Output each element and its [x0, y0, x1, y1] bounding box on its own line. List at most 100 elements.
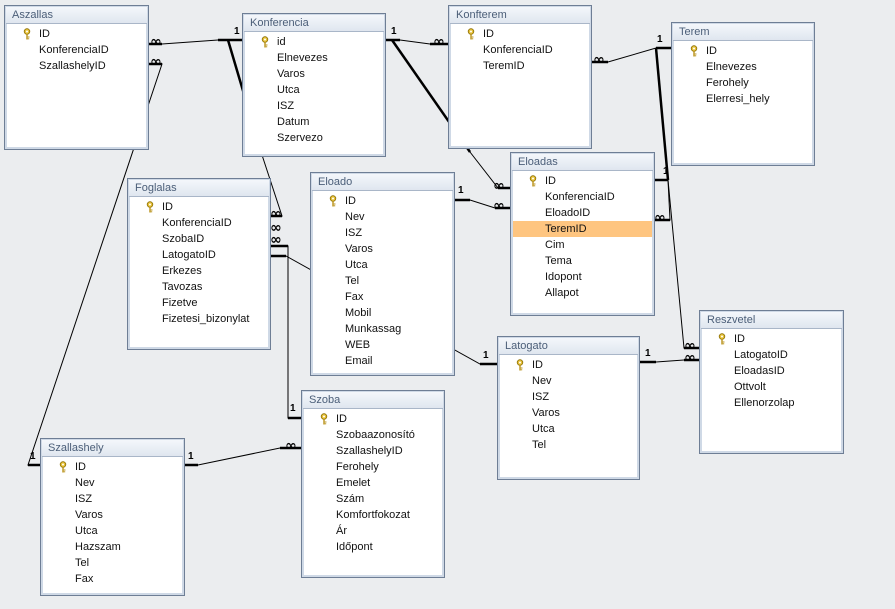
field-allapot[interactable]: Allapot [511, 285, 654, 301]
field-id[interactable]: ID [511, 173, 654, 189]
field-tel[interactable]: Tel [498, 437, 639, 453]
table-title[interactable]: Foglalas [129, 180, 269, 197]
field-id[interactable]: ID [128, 199, 270, 215]
field-nev[interactable]: Nev [311, 209, 454, 225]
field-nev[interactable]: Nev [498, 373, 639, 389]
field-id-pont[interactable]: Időpont [302, 539, 444, 555]
field-utca[interactable]: Utca [498, 421, 639, 437]
field-tel[interactable]: Tel [41, 555, 184, 571]
field-tavozas[interactable]: Tavozas [128, 279, 270, 295]
field-fizetve[interactable]: Fizetve [128, 295, 270, 311]
relationship-eloado-eloadas[interactable] [453, 199, 510, 209]
field-eloadoid[interactable]: EloadoID [511, 205, 654, 221]
field-szervezo[interactable]: Szervezo [243, 130, 385, 146]
relationship-konferencia-konfterem[interactable] [384, 39, 448, 45]
field-konferenciaid[interactable]: KonferenciaID [511, 189, 654, 205]
table-title[interactable]: Eloadas [512, 154, 653, 171]
field-fax[interactable]: Fax [311, 289, 454, 305]
field-id[interactable]: ID [449, 26, 591, 42]
field-konferenciaid[interactable]: KonferenciaID [128, 215, 270, 231]
field-varos[interactable]: Varos [243, 66, 385, 82]
field-latogatoid[interactable]: LatogatoID [700, 347, 843, 363]
table-title[interactable]: Konfterem [450, 7, 590, 24]
table-title[interactable]: Szallashely [42, 440, 183, 457]
field-hazszam[interactable]: Hazszam [41, 539, 184, 555]
field-elnevezes[interactable]: Elnevezes [672, 59, 814, 75]
field-web[interactable]: WEB [311, 337, 454, 353]
field-id[interactable]: ID [41, 459, 184, 475]
table-title[interactable]: Reszvetel [701, 312, 842, 329]
table-title[interactable]: Konferencia [244, 15, 384, 32]
field-fax[interactable]: Fax [41, 571, 184, 587]
field-varos[interactable]: Varos [311, 241, 454, 257]
field-szallashelyid[interactable]: SzallashelyID [302, 443, 444, 459]
field-id[interactable]: id [243, 34, 385, 50]
field-konferenciaid[interactable]: KonferenciaID [5, 42, 148, 58]
table-title[interactable]: Terem [673, 24, 813, 41]
field-cim[interactable]: Cim [511, 237, 654, 253]
field-isz[interactable]: ISZ [311, 225, 454, 241]
field-id[interactable]: ID [311, 193, 454, 209]
field-eloadasid[interactable]: EloadasID [700, 363, 843, 379]
field-sz-m[interactable]: Szám [302, 491, 444, 507]
field-nev[interactable]: Nev [41, 475, 184, 491]
field-teremid[interactable]: TeremID [513, 221, 652, 237]
relationship-terem-konfterem[interactable] [590, 47, 671, 63]
field-ferohely[interactable]: Ferohely [302, 459, 444, 475]
field-email[interactable]: Email [311, 353, 454, 369]
field-ottvolt[interactable]: Ottvolt [700, 379, 843, 395]
field-ferohely[interactable]: Ferohely [672, 75, 814, 91]
field-mobil[interactable]: Mobil [311, 305, 454, 321]
relationship-konferencia-aszallas[interactable] [147, 39, 242, 45]
field-utca[interactable]: Utca [311, 257, 454, 273]
field-komfortfokozat[interactable]: Komfortfokozat [302, 507, 444, 523]
field-elnevezes[interactable]: Elnevezes [243, 50, 385, 66]
field-munkassag[interactable]: Munkassag [311, 321, 454, 337]
field-varos[interactable]: Varos [498, 405, 639, 421]
field-id[interactable]: ID [700, 331, 843, 347]
relationship-latogato-reszvetel[interactable] [638, 359, 699, 363]
field-datum[interactable]: Datum [243, 114, 385, 130]
table-title[interactable]: Eloado [312, 174, 453, 191]
field-elerresi-hely[interactable]: Elerresi_hely [672, 91, 814, 107]
field-latogatoid[interactable]: LatogatoID [128, 247, 270, 263]
field-idopont[interactable]: Idopont [511, 269, 654, 285]
field-tema[interactable]: Tema [511, 253, 654, 269]
table-title[interactable]: Latogato [499, 338, 638, 355]
field-isz[interactable]: ISZ [498, 389, 639, 405]
field-varos[interactable]: Varos [41, 507, 184, 523]
relationship-szallashely-szoba[interactable] [183, 447, 301, 466]
field-utca[interactable]: Utca [41, 523, 184, 539]
field-teremid[interactable]: TeremID [449, 58, 591, 74]
field-isz[interactable]: ISZ [243, 98, 385, 114]
relationship-eloadas-reszvetel[interactable] [653, 179, 699, 349]
relationship-szoba-foglalas[interactable] [269, 245, 301, 419]
field-id[interactable]: ID [302, 411, 444, 427]
field-konferenciaid[interactable]: KonferenciaID [449, 42, 591, 58]
field-id[interactable]: ID [498, 357, 639, 373]
field-ellenorzolap[interactable]: Ellenorzolap [700, 395, 843, 411]
field-id[interactable]: ID [5, 26, 148, 42]
field-utca[interactable]: Utca [243, 82, 385, 98]
table-title[interactable]: Szoba [303, 392, 443, 409]
table-title[interactable]: Aszallas [6, 7, 147, 24]
field--r[interactable]: Ár [302, 523, 444, 539]
field-szobaazonos-t-[interactable]: Szobaazonosító [302, 427, 444, 443]
field-szobaid[interactable]: SzobaID [128, 231, 270, 247]
field-fizetesi-bizonylat[interactable]: Fizetesi_bizonylat [128, 311, 270, 327]
field-erkezes[interactable]: Erkezes [128, 263, 270, 279]
field-tel[interactable]: Tel [311, 273, 454, 289]
field-emelet[interactable]: Emelet [302, 475, 444, 491]
field-id[interactable]: ID [672, 43, 814, 59]
relationship-terem-eloadas[interactable] [653, 47, 671, 221]
